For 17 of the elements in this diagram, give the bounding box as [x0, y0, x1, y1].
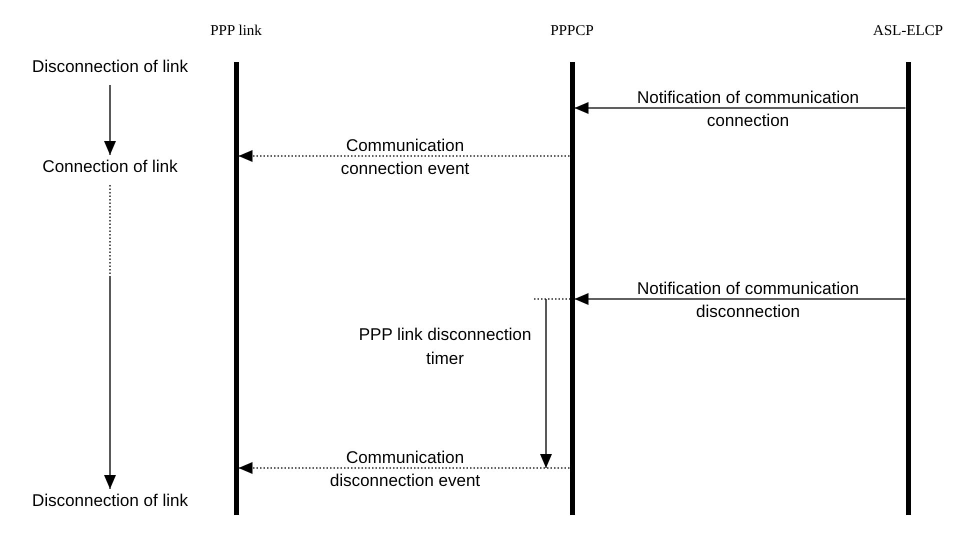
- arrow: [104, 185, 116, 489]
- edge-label: Communication connection event: [340, 135, 470, 180]
- edge-label: Communication disconnection event: [328, 447, 482, 492]
- lifeline-header: PPP link: [210, 23, 262, 40]
- state-text: Connection of link: [42, 157, 178, 177]
- edge-label: Notification of communication connection: [636, 87, 860, 132]
- edge-label: Notification of communication disconnection: [636, 278, 860, 323]
- state-text: Disconnection of link: [32, 57, 188, 77]
- arrow: [238, 462, 570, 474]
- state-text: Disconnection of link: [32, 491, 188, 511]
- lifeline-header: PPPCP: [550, 23, 594, 40]
- arrow: [574, 293, 906, 305]
- arrow: [238, 150, 570, 162]
- lifeline-header: ASL-ELCP: [873, 23, 943, 40]
- timer-label: PPP link disconnection timer: [358, 324, 532, 370]
- arrow: [104, 85, 116, 155]
- arrow: [574, 102, 906, 114]
